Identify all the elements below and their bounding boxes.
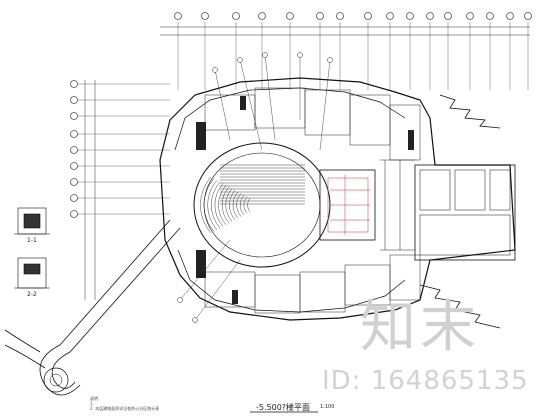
seat-row-arc [211, 181, 221, 229]
seat-row-arc [229, 190, 236, 220]
seat-row-arc [203, 178, 215, 232]
note-line: 说明 [90, 396, 98, 401]
seat-row-arc [218, 185, 227, 225]
grid-bubble [174, 12, 182, 20]
grid-bubble [70, 146, 78, 154]
note-line: 2. 本层建筑面积详见各防火分区统计表 [90, 406, 160, 411]
leader-tag [327, 57, 333, 63]
grid-bubble [70, 130, 78, 138]
seating-rows [200, 164, 305, 234]
seat-row-arc [207, 180, 218, 230]
section-detail-2 [14, 257, 50, 289]
auditorium [193, 142, 376, 268]
dimension-lines [84, 26, 530, 300]
plan-title: -5.500?楼平面 [256, 403, 311, 412]
leader-tag [192, 317, 198, 323]
seat-row-arc [247, 198, 251, 212]
grid-bubbles-left [70, 80, 170, 218]
leader-tag [177, 297, 183, 303]
grid-bubble [524, 12, 532, 20]
leader-line [239, 59, 263, 151]
grid-bubble [386, 12, 394, 20]
scale-label: 1:100 [320, 404, 335, 410]
grid-bubble [286, 12, 294, 20]
room-partitions [204, 87, 421, 314]
drawing-notes: 说明 1. 2. 本层建筑面积详见各防火分区统计表 [90, 396, 159, 411]
seat-row-arc [214, 183, 224, 227]
watermark-logo: 知末 [360, 295, 480, 360]
leader-tag [237, 57, 243, 63]
leader-tag [297, 52, 303, 58]
grid-bubble [258, 12, 266, 20]
section-1-label: 1-1 [27, 237, 37, 244]
grid-bubble [232, 12, 240, 20]
leader-lines [177, 52, 333, 323]
leader-line [194, 259, 241, 321]
grid-bubble [70, 194, 78, 202]
leader-line [264, 54, 276, 141]
note-line: 1. [90, 401, 94, 406]
seat-row-arc [232, 191, 239, 219]
grid-bubble [70, 162, 78, 170]
access-ramp [4, 219, 181, 396]
leader-line [179, 239, 231, 301]
grid-bubble [486, 12, 494, 20]
grid-bubble [70, 178, 78, 186]
grid-bubble [406, 12, 414, 20]
zigzag-facade [419, 94, 501, 329]
grid-bubble [316, 12, 324, 20]
grid-bubbles-top [174, 12, 532, 90]
seat-row-arc [200, 176, 212, 234]
leader-line [214, 69, 231, 141]
grid-bubble [70, 80, 78, 88]
seat-row-arc [221, 186, 230, 224]
building-outline [159, 77, 516, 321]
red-detail-lines [330, 175, 370, 235]
grid-bubble [70, 112, 78, 120]
grid-bubble [336, 12, 344, 20]
grid-bubble [426, 12, 434, 20]
leader-tag [262, 52, 268, 58]
leader-tag [212, 67, 218, 73]
stair-blocks [196, 96, 414, 304]
section-2-label: 2-2 [27, 291, 37, 298]
grid-bubble [201, 12, 209, 20]
seat-row-arc [243, 196, 248, 214]
grid-bubble [466, 12, 474, 20]
grid-bubble [70, 210, 78, 218]
leader-line [319, 59, 331, 151]
grid-bubble [444, 12, 452, 20]
grid-bubble [364, 12, 372, 20]
grid-bubble [70, 96, 78, 104]
seat-row-arc [225, 188, 233, 222]
section-detail-1 [14, 207, 50, 235]
seat-row-arc [240, 194, 245, 216]
grid-bubble [506, 12, 514, 20]
watermark-id: ID: 164865135 [322, 366, 529, 396]
